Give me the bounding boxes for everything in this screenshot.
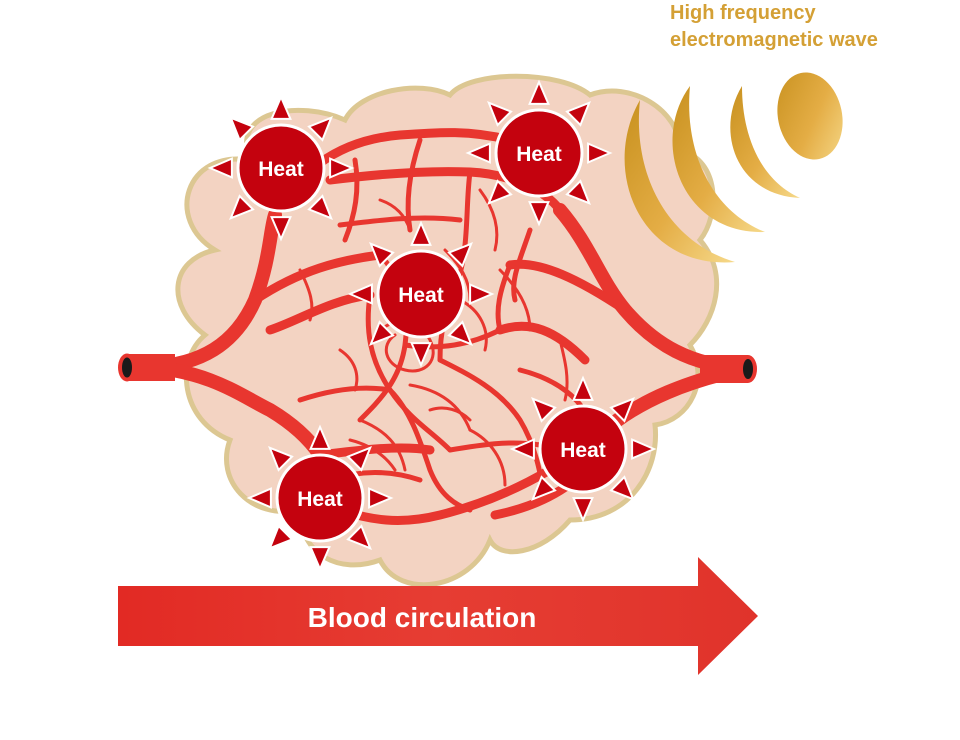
heat-ray: [509, 438, 535, 460]
heat-ray: [631, 438, 657, 460]
blood-circulation-arrow: Blood circulation: [118, 557, 758, 675]
heat-ray: [447, 320, 473, 346]
heat-ray: [565, 101, 591, 127]
heat-source-top-left: Heat: [207, 94, 355, 242]
heat-ray: [369, 320, 395, 346]
heat-ray: [410, 342, 432, 368]
heat-rays: [509, 375, 657, 523]
heat-ray: [329, 157, 355, 179]
heat-ray: [565, 179, 591, 205]
heat-rays: [207, 94, 355, 242]
heat-ray: [587, 142, 613, 164]
heat-rays: [347, 220, 495, 368]
heat-ray: [268, 446, 294, 472]
heat-ray: [347, 283, 373, 305]
heat-source-top-right: Heat: [465, 79, 613, 227]
heat-ray: [246, 487, 272, 509]
heat-ray: [609, 397, 635, 423]
vessel-outlet: [700, 355, 757, 383]
heat-ray: [572, 497, 594, 523]
heat-ray: [487, 101, 513, 127]
heat-ray: [487, 179, 513, 205]
heat-label: Heat: [258, 158, 304, 181]
heat-label: Heat: [297, 488, 343, 511]
heat-ray: [309, 424, 331, 450]
heat-ray: [270, 216, 292, 242]
heat-label: Heat: [560, 439, 606, 462]
heat-ray: [528, 79, 550, 105]
heat-ray: [270, 94, 292, 120]
heat-ray: [229, 116, 255, 142]
heat-ray: [410, 220, 432, 246]
electromagnetic-wave-label: High frequency electromagnetic wave: [670, 0, 878, 54]
heat-label: Heat: [398, 284, 444, 307]
heat-rays: [246, 424, 394, 572]
heat-ray: [531, 397, 557, 423]
heat-ray: [307, 116, 333, 142]
heat-ray: [346, 524, 372, 550]
heat-ray: [609, 475, 635, 501]
heat-rays: [465, 79, 613, 227]
heat-ray: [447, 242, 473, 268]
heat-source-center: Heat: [347, 220, 495, 368]
heat-ray: [307, 194, 333, 220]
heat-source-bottom-left: Heat: [246, 424, 394, 572]
heat-ray: [528, 201, 550, 227]
heat-ray: [207, 157, 233, 179]
heat-ray: [229, 194, 255, 220]
vessel-inlet: [118, 353, 175, 382]
heat-ray: [531, 475, 557, 501]
wave-label-line-2: electromagnetic wave: [670, 29, 878, 51]
heat-sources: Heat Heat Heat Heat Heat: [207, 79, 657, 572]
electromagnetic-wave-icon: [624, 72, 843, 263]
wave-label-line-1: High frequency: [670, 2, 816, 24]
heat-ray: [268, 524, 294, 550]
heat-label: Heat: [516, 143, 562, 166]
heat-ray: [369, 242, 395, 268]
heat-ray: [469, 283, 495, 305]
heat-ray: [368, 487, 394, 509]
heat-ray: [346, 446, 372, 472]
heat-source-bottom-right: Heat: [509, 375, 657, 523]
blood-circulation-label: Blood circulation: [308, 602, 537, 633]
heat-ray: [309, 546, 331, 572]
heat-ray: [572, 375, 594, 401]
heat-ray: [465, 142, 491, 164]
